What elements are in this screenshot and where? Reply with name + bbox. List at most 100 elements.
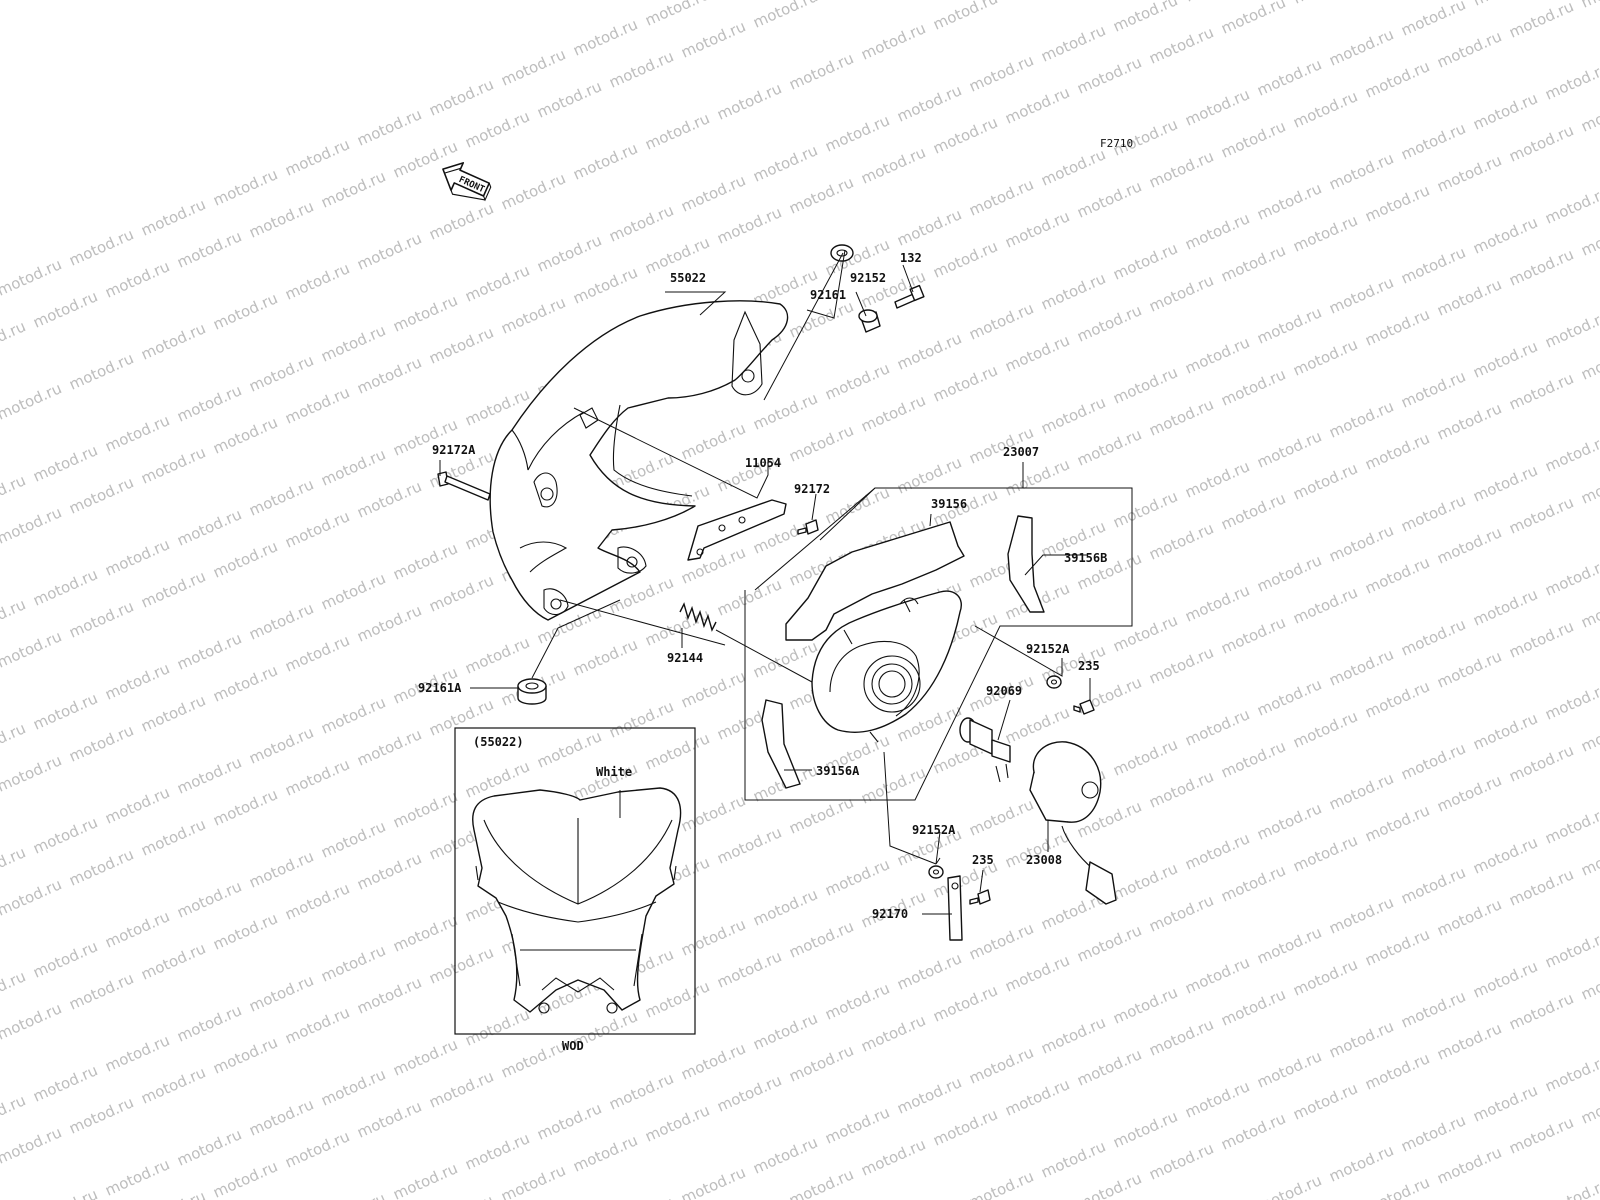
watermark-text: motod.ru [1470,1081,1540,1125]
watermark-text: motod.ru [210,165,280,209]
watermark-text: motod.ru [102,907,172,951]
watermark-text: motod.ru [138,1187,208,1200]
watermark-text: motod.ru [1506,121,1576,165]
watermark-text: motod.ru [102,257,172,301]
watermark-text: motod.ru [1218,1109,1288,1153]
watermark-text: motod.ru [714,823,784,867]
watermark-text: motod.ru [786,1165,856,1200]
watermark-text: motod.ru [1038,393,1108,437]
watermark-text: motod.ru [606,201,676,245]
watermark-text: motod.ru [210,1157,280,1200]
watermark-text: motod.ru [786,297,856,341]
part-label-11054: 11054 [745,456,781,470]
washer-92152A-top [1046,675,1062,689]
watermark-text: motod.ru [30,937,100,981]
watermark-text: motod.ru [822,111,892,155]
watermark-text: motod.ru [1146,23,1216,67]
watermark-text: motod.ru [498,45,568,89]
watermark-text: motod.ru [354,973,424,1017]
watermark-text: motod.ru [1506,741,1576,785]
watermark-text: motod.ru [1542,679,1600,723]
watermark-text: motod.ru [390,291,460,335]
watermark-text: motod.ru [1290,583,1360,627]
watermark-text: motod.ru [1398,987,1468,1031]
watermark-text: motod.ru [1146,1139,1216,1183]
watermark-text: motod.ru [822,0,892,2]
part-label-92152: 92152 [850,271,886,285]
bulb-92069 [959,717,1011,783]
watermark-text: motod.ru [1182,333,1252,377]
watermark-text: motod.ru [390,1159,460,1200]
watermark-text: motod.ru [0,875,64,919]
watermark-text: motod.ru [1038,1013,1108,1057]
watermark-text: motod.ru [498,1037,568,1081]
watermark-text: motod.ru [606,1069,676,1113]
watermark-text: motod.ru [0,627,64,671]
watermark-text: motod.ru [1578,711,1600,755]
watermark-text: motod.ru [1218,0,1288,38]
watermark-text: motod.ru [570,635,640,679]
watermark-text: motod.ru [642,729,712,773]
part-label-92144: 92144 [667,651,703,665]
watermark-text: motod.ru [318,445,388,489]
watermark-text: motod.ru [1290,335,1360,379]
watermark-text: motod.ru [714,79,784,123]
watermark-text: motod.ru [1110,363,1180,407]
part-label-132: 132 [900,251,922,265]
watermark-text: motod.ru [1362,801,1432,845]
watermark-text: motod.ru [1362,553,1432,597]
watermark-text: motod.ru [390,787,460,831]
watermark-text: motod.ru [1218,861,1288,905]
watermark-text: motod.ru [1542,803,1600,847]
watermark-text: motod.ru [390,539,460,583]
watermark-text: motod.ru [1506,865,1576,909]
assembly-frame-23007 [744,487,1133,801]
watermark-text: motod.ru [1182,581,1252,625]
watermark-text: motod.ru [1110,859,1180,903]
watermark-text: motod.ru [318,693,388,737]
watermark-text: motod.ru [498,169,568,213]
watermark-text: motod.ru [318,941,388,985]
watermark-text: motod.ru [1218,613,1288,657]
watermark-text: motod.ru [1074,301,1144,345]
watermark-text: motod.ru [1290,831,1360,875]
watermark-text: motod.ru [1146,519,1216,563]
watermark-text: motod.ru [102,659,172,703]
watermark-text: motod.ru [786,917,856,961]
watermark-text: motod.ru [894,1073,964,1117]
watermark-text: motod.ru [1506,617,1576,661]
watermark-text: motod.ru [1326,273,1396,317]
part-label-92069: 92069 [986,684,1022,698]
watermark-text: motod.ru [678,915,748,959]
watermark-text: motod.ru [0,967,28,1011]
watermark-text: motod.ru [930,237,1000,281]
watermark-text: motod.ru [66,1093,136,1137]
watermark-text: motod.ru [30,1185,100,1200]
watermark-text: motod.ru [1254,55,1324,99]
watermark-text: motod.ru [1290,955,1360,999]
watermark-text: motod.ru [1434,27,1504,71]
watermark-text: motod.ru [138,691,208,735]
watermark-text: motod.ru [1326,893,1396,937]
watermark-text: motod.ru [354,353,424,397]
watermark-text: motod.ru [570,263,640,307]
watermark-text: motod.ru [1362,677,1432,721]
watermark-text: motod.ru [966,1167,1036,1200]
watermark-text: motod.ru [174,753,244,797]
watermark-text: motod.ru [678,171,748,215]
watermark-text: motod.ru [1038,1137,1108,1181]
watermark-text: motod.ru [282,755,352,799]
watermark-text: motod.ru [1398,367,1468,411]
part-label-92161A: 92161A [418,681,462,695]
watermark-text: motod.ru [1182,85,1252,129]
watermark-text: motod.ru [1326,397,1396,441]
watermark-text: motod.ru [30,287,100,331]
watermark-text: motod.ru [534,1099,604,1143]
part-label-55022: 55022 [670,271,706,285]
watermark-text: motod.ru [282,259,352,303]
watermark-text: motod.ru [174,629,244,673]
cover-panel-39156 [785,521,965,641]
watermark-text: motod.ru [1218,241,1288,285]
watermark-text: motod.ru [750,0,820,32]
watermark-text: motod.ru [498,293,568,337]
